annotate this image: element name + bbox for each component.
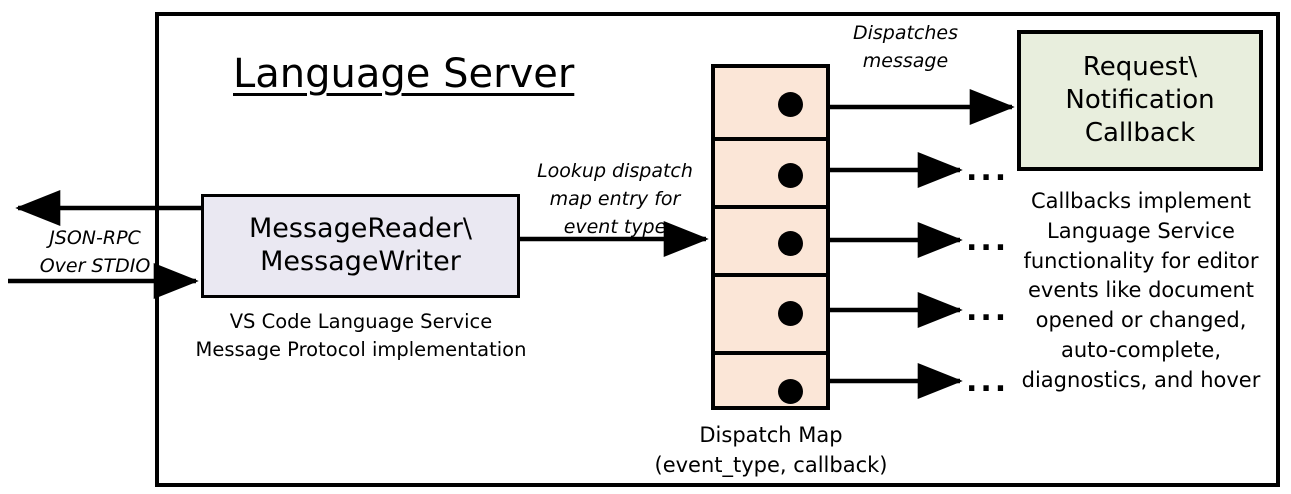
callback-dot-icon	[778, 231, 803, 256]
dispatch-map-table[interactable]	[711, 64, 830, 410]
label-lookup-dispatch: Lookup dispatch map entry for event type	[520, 158, 710, 242]
callback-caption-line6: auto-complete,	[1061, 338, 1221, 363]
label-dispatches-line2: message	[862, 49, 949, 72]
label-jsonrpc-line2: Over STDIO	[39, 254, 151, 277]
label-lookup-line1: Lookup dispatch	[537, 160, 693, 182]
table-row[interactable]	[715, 355, 826, 406]
table-row[interactable]	[715, 141, 826, 209]
ellipsis-row-5: ...	[966, 364, 1010, 399]
label-lookup-line3: event type	[563, 215, 667, 238]
ellipsis-row-3: ...	[966, 223, 1010, 258]
label-jsonrpc-line1: JSON-RPC	[49, 227, 141, 249]
callback-dot-icon	[778, 92, 803, 117]
label-jsonrpc: JSON-RPC Over STDIO	[30, 225, 160, 280]
page-title: Language Server	[233, 51, 575, 97]
callback-caption-line3: functionality for editor	[1023, 248, 1259, 273]
message-reader-writer-box[interactable]: MessageReader\ MessageWriter	[201, 194, 520, 298]
callback-box-line1: Request\	[1082, 52, 1198, 83]
callback-dot-icon	[778, 163, 803, 188]
request-notification-callback-box[interactable]: Request\ Notification Callback	[1017, 30, 1263, 171]
dispatch-map-caption: Dispatch Map (event_type, callback)	[640, 421, 902, 481]
callback-dot-icon	[778, 379, 803, 404]
message-rw-caption: VS Code Language Service Message Protoco…	[186, 308, 536, 363]
callback-box-line3: Callback	[1084, 117, 1196, 148]
callback-caption-line7: diagnostics, and hover	[1021, 367, 1261, 392]
label-dispatches-line1: Dispatches	[852, 22, 959, 44]
language-server-container	[155, 12, 1280, 487]
message-reader-label: MessageReader\	[249, 213, 472, 245]
dispatch-map-caption-line2: (event_type, callback)	[654, 452, 888, 477]
table-row[interactable]	[715, 68, 826, 141]
callback-caption-line2: Language Service	[1047, 218, 1235, 243]
message-writer-label: MessageWriter	[260, 246, 461, 277]
label-lookup-line2: map entry for	[549, 187, 681, 210]
ellipsis-row-2: ...	[966, 153, 1010, 188]
callback-dot-icon	[778, 301, 803, 326]
message-rw-caption-line1: VS Code Language Service	[229, 310, 493, 333]
callback-box-line2: Notification	[1065, 85, 1215, 116]
table-row[interactable]	[715, 209, 826, 277]
callback-caption: Callbacks implement Language Service fun…	[1005, 187, 1277, 396]
callback-caption-line5: opened or changed,	[1035, 308, 1247, 333]
label-dispatches-message: Dispatches message	[838, 20, 973, 76]
table-row[interactable]	[715, 277, 826, 355]
callback-caption-line1: Callbacks implement	[1030, 189, 1252, 213]
ellipsis-row-4: ...	[966, 293, 1010, 328]
message-rw-caption-line2: Message Protocol implementation	[195, 337, 527, 361]
dispatch-map-caption-line1: Dispatch Map	[699, 423, 843, 447]
callback-caption-line4: events like document	[1027, 278, 1255, 303]
